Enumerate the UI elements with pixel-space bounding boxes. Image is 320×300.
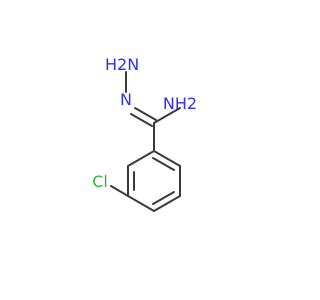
bond-c-n-double-a <box>134 107 157 121</box>
structure-canvas: H2N N NH2 Cl <box>92 54 198 212</box>
ring-double-inner-2 <box>152 191 175 205</box>
chlorine-label: Cl <box>92 172 108 191</box>
hydrazine-nh2-label: H2N <box>105 55 139 74</box>
ring-bond-6 <box>127 150 155 167</box>
bond-c-nh2 <box>153 107 181 124</box>
ring-bond-3 <box>153 195 181 212</box>
hydrazone-n-label: N <box>120 90 132 109</box>
bond-c-n-double-b <box>130 113 153 127</box>
ring-bond-4 <box>127 195 155 212</box>
amidine-nh2-label: NH2 <box>163 94 197 113</box>
ring-double-inner-1 <box>152 157 175 171</box>
molecule-diagram: H2N N NH2 Cl <box>92 55 197 212</box>
bond-c-cl <box>110 185 129 197</box>
ring-bond-1 <box>153 150 181 167</box>
